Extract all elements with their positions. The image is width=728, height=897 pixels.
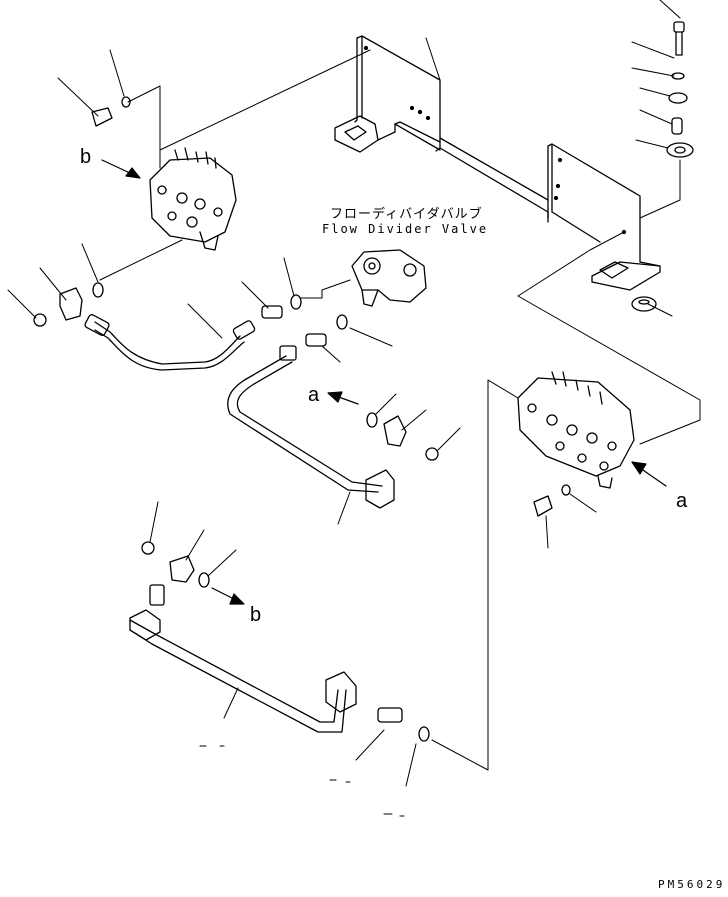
ref-b-top: b	[80, 146, 92, 168]
bolt-stack	[632, 22, 693, 311]
flow-divider-label-jp: フローディバイダバルブ	[330, 207, 483, 222]
ref-b-bottom: b	[250, 604, 262, 626]
drawing-code: PM56029	[658, 878, 726, 891]
pipe-middle	[228, 346, 394, 508]
control-valve-left	[150, 148, 236, 250]
pipe-lower	[130, 585, 356, 732]
flow-divider-valve	[352, 250, 426, 306]
flow-divider-label-en: Flow Divider Valve	[322, 222, 489, 236]
fittings	[34, 97, 570, 741]
ref-a-right: a	[676, 490, 688, 512]
ref-a-top: a	[308, 384, 320, 406]
arrows	[102, 160, 666, 604]
hose-upper-left	[84, 314, 256, 370]
control-valve-right	[518, 372, 634, 488]
mounting-bracket	[335, 36, 660, 290]
leader-lines	[8, 0, 700, 786]
